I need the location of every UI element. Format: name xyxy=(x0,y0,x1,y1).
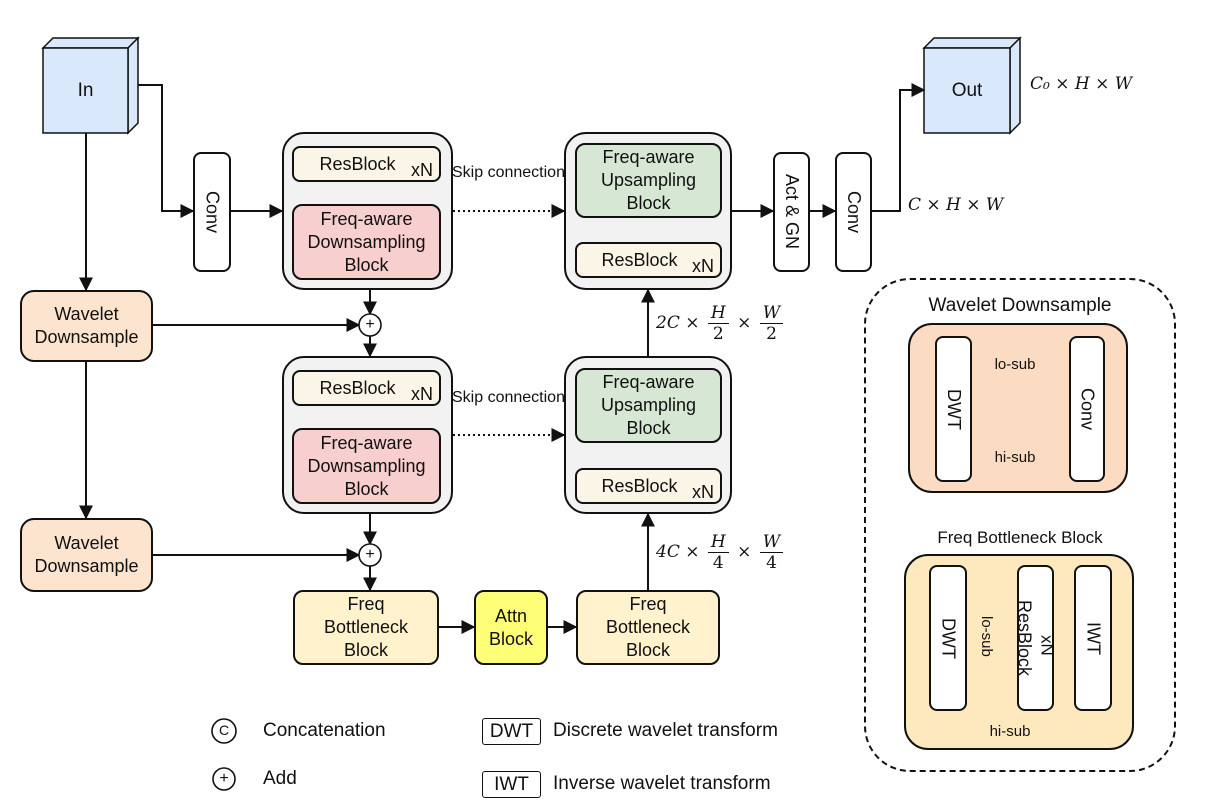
freq-upsampling-block-1: Freq-aware Upsampling Block xyxy=(575,143,722,218)
output-shape-label: C₀ × H × W xyxy=(1030,74,1133,94)
bottleneck-panel-resblock: ResBlock xN xyxy=(1015,565,1057,711)
output-label: Out xyxy=(951,80,983,101)
input-label: In xyxy=(77,80,94,101)
bottleneck-panel-dwt: DWT xyxy=(929,565,967,711)
decoder1-repeat: xN xyxy=(692,256,714,276)
freq-bottleneck-block-2: Freq Bottleneck Block xyxy=(576,590,720,665)
encoder1-resblock-label: ResBlock xyxy=(319,153,396,174)
conv-in-block: Conv xyxy=(193,152,231,272)
bottleneck-panel-dwt-label: DWT xyxy=(938,617,959,659)
encoder2-resblock-label: ResBlock xyxy=(319,377,396,398)
skip-label-1: Skip connection xyxy=(452,164,565,181)
wavelet-downsample-1: Wavelet Downsample xyxy=(20,290,153,362)
output-cube xyxy=(922,36,1022,135)
decoder1-resblock: ResBlock xN xyxy=(575,242,722,278)
freq-up-label-1: Freq-aware Upsampling Block xyxy=(600,147,697,213)
legend-concat-label: Concatenation xyxy=(263,720,386,741)
legend-iwt-key: IWT xyxy=(482,771,541,798)
freq-up-label-2: Freq-aware Upsampling Block xyxy=(600,372,697,438)
bottleneck-panel-repeat: xN xyxy=(1037,634,1057,656)
bottleneck-label-2: Freq Bottleneck Block xyxy=(605,594,691,660)
bottleneck-label-1: Freq Bottleneck Block xyxy=(323,594,409,660)
bottleneck-panel-title: Freq Bottleneck Block xyxy=(937,528,1103,547)
conv-out-block: Conv xyxy=(835,152,872,272)
decoder2-repeat: xN xyxy=(692,482,714,502)
legend-iwt-label: Inverse wavelet transform xyxy=(553,773,771,794)
freq-down-label-2: Freq-aware Downsampling Block xyxy=(307,432,426,499)
act-gn-block: Act & GN xyxy=(773,152,810,272)
freq-bottleneck-block-1: Freq Bottleneck Block xyxy=(293,590,439,665)
wavelet-panel-lo-sub: lo-sub xyxy=(994,356,1036,373)
add-symbol-2: + xyxy=(365,546,375,563)
encoder1-repeat: xN xyxy=(411,160,433,180)
legend-dwt-key: DWT xyxy=(482,718,541,745)
wavelet-downsample-label-2: Wavelet Downsample xyxy=(34,533,139,576)
wavelet-downsample-2: Wavelet Downsample xyxy=(20,518,153,592)
wavelet-panel-conv-label: Conv xyxy=(1077,387,1098,431)
legend-dwt-label: Discrete wavelet transform xyxy=(553,720,778,741)
add-node-1 xyxy=(358,313,382,337)
decoder2-resblock: ResBlock xN xyxy=(575,468,722,504)
add-symbol-1: + xyxy=(365,316,375,333)
wavelet-panel-hi-sub: hi-sub xyxy=(994,449,1036,466)
encoder2-repeat: xN xyxy=(411,384,433,404)
freq-downsampling-block-1: Freq-aware Downsampling Block xyxy=(292,204,441,280)
act-gn-label: Act & GN xyxy=(782,174,802,250)
legend-concat-letter: C xyxy=(218,722,230,738)
bottleneck-panel-lo-sub: lo-sub xyxy=(978,616,995,657)
bottleneck-panel-resblock-label: ResBlock xyxy=(1014,599,1035,677)
conv-out-label: Conv xyxy=(844,190,864,234)
legend-add-plus: + xyxy=(219,770,229,787)
bottleneck-panel-iwt-label: IWT xyxy=(1083,621,1104,655)
skip-label-2: Skip connection xyxy=(452,389,565,406)
attn-label: Attn Block xyxy=(488,605,533,649)
legend-concat-symbol xyxy=(211,718,237,744)
freq-down-label-1: Freq-aware Downsampling Block xyxy=(307,208,426,275)
decoder2-resblock-label: ResBlock xyxy=(601,475,678,496)
add-node-2 xyxy=(358,543,382,567)
bottleneck-panel-hi-sub: hi-sub xyxy=(989,723,1031,740)
input-cube xyxy=(41,36,140,135)
wavelet-downsample-label-1: Wavelet Downsample xyxy=(34,304,139,347)
wavelet-panel-dwt: DWT xyxy=(935,336,972,482)
edge-conv-out xyxy=(872,83,926,212)
freq-downsampling-block-2: Freq-aware Downsampling Block xyxy=(292,428,441,504)
wavelet-panel-dwt-label: DWT xyxy=(944,388,964,430)
edge-in-conv xyxy=(138,84,195,218)
encoder1-resblock: ResBlock xN xyxy=(292,146,441,182)
conv-shape-label: C × H × W xyxy=(908,195,1004,215)
decoder1-resblock-label: ResBlock xyxy=(601,249,678,270)
conv-in-label: Conv xyxy=(202,190,223,234)
wavelet-panel-title: Wavelet Downsample xyxy=(928,295,1112,316)
attn-block: Attn Block xyxy=(474,590,548,665)
encoder2-resblock: ResBlock xN xyxy=(292,370,441,406)
legend-add-symbol xyxy=(212,767,236,791)
legend-add-label: Add xyxy=(263,768,297,789)
wavelet-panel-conv: Conv xyxy=(1069,336,1105,482)
freq-upsampling-block-2: Freq-aware Upsampling Block xyxy=(575,368,722,443)
bottleneck-panel-iwt: IWT xyxy=(1074,565,1112,711)
